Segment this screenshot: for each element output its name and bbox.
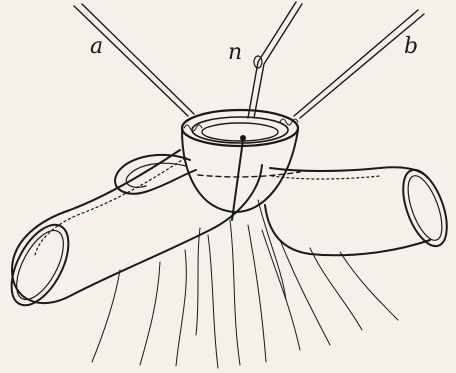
retraction-threads xyxy=(74,2,424,118)
mesentery-vessels xyxy=(92,200,398,368)
folded-loop xyxy=(115,155,196,194)
label-b: b xyxy=(404,36,418,58)
label-a: a xyxy=(90,36,103,58)
label-n: n xyxy=(228,42,242,64)
right-intestine-segment xyxy=(265,164,456,255)
left-intestine-segment xyxy=(0,150,262,314)
